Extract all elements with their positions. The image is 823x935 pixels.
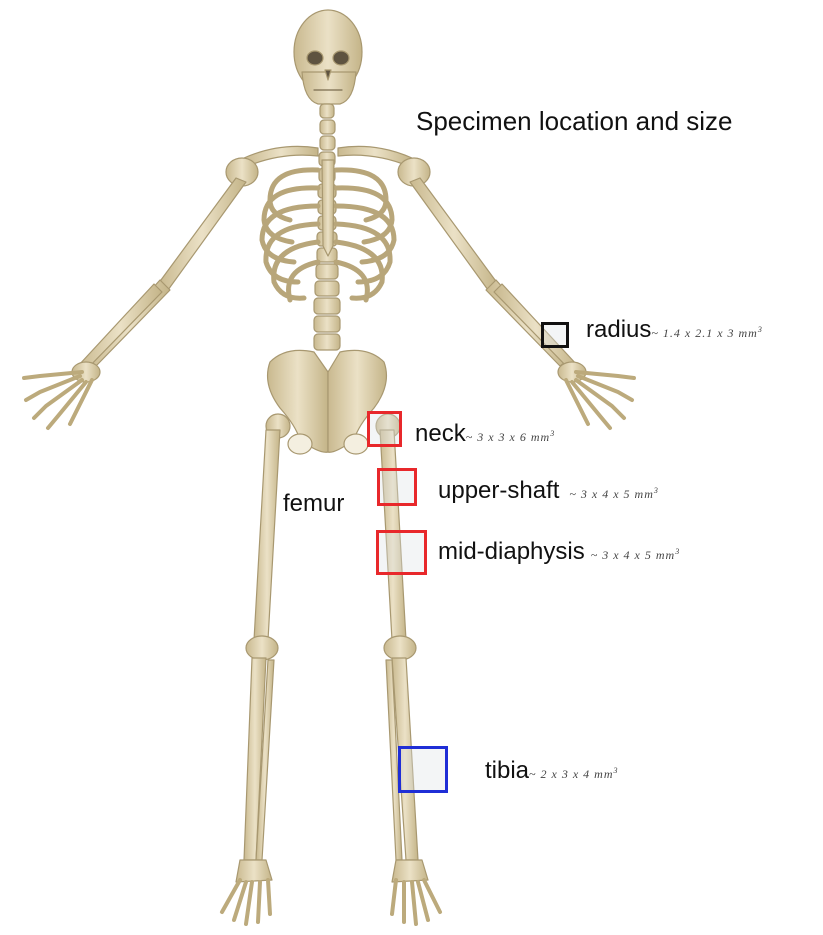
radius-label: radius~ 1.4 x 2.1 x 3 mm3 xyxy=(586,316,763,344)
right-arm xyxy=(410,178,586,382)
mid-diaphysis-size: ~ 3 x 4 x 5 mm3 xyxy=(591,548,680,562)
neck-name: neck xyxy=(415,420,466,447)
radius-name: radius xyxy=(586,316,651,343)
left-arm xyxy=(72,178,246,382)
upper-shaft-specimen-box xyxy=(377,468,417,506)
diagram-title: Specimen location and size xyxy=(416,106,733,137)
mid-diaphysis-label: mid-diaphysis ~ 3 x 4 x 5 mm3 xyxy=(438,538,680,566)
upper-shaft-label: upper-shaft ~ 3 x 4 x 5 mm3 xyxy=(438,477,659,505)
right-hand xyxy=(566,372,634,428)
mid-diaphysis-name: mid-diaphysis xyxy=(438,538,585,565)
neck-size: ~ 3 x 3 x 6 mm3 xyxy=(466,430,555,444)
tibia-size: ~ 2 x 3 x 4 mm3 xyxy=(529,767,618,781)
skull xyxy=(294,10,362,104)
right-foot xyxy=(392,880,440,924)
femur-label: femur xyxy=(283,490,344,518)
radius-size: ~ 1.4 x 2.1 x 3 mm3 xyxy=(651,326,762,340)
neck-label: neck~ 3 x 3 x 6 mm3 xyxy=(415,420,555,448)
sternum xyxy=(322,160,334,256)
radius-specimen-box xyxy=(541,322,569,348)
upper-shaft-size: ~ 3 x 4 x 5 mm3 xyxy=(569,487,658,501)
upper-shaft-name: upper-shaft xyxy=(438,477,559,504)
mid-diaphysis-specimen-box xyxy=(376,530,427,575)
neck-specimen-box xyxy=(367,411,402,447)
left-leg xyxy=(236,414,290,882)
tibia-name: tibia xyxy=(485,757,529,784)
left-foot xyxy=(222,880,270,924)
tibia-specimen-box xyxy=(398,746,448,793)
left-hand xyxy=(24,372,92,428)
tibia-label: tibia~ 2 x 3 x 4 mm3 xyxy=(485,757,619,785)
